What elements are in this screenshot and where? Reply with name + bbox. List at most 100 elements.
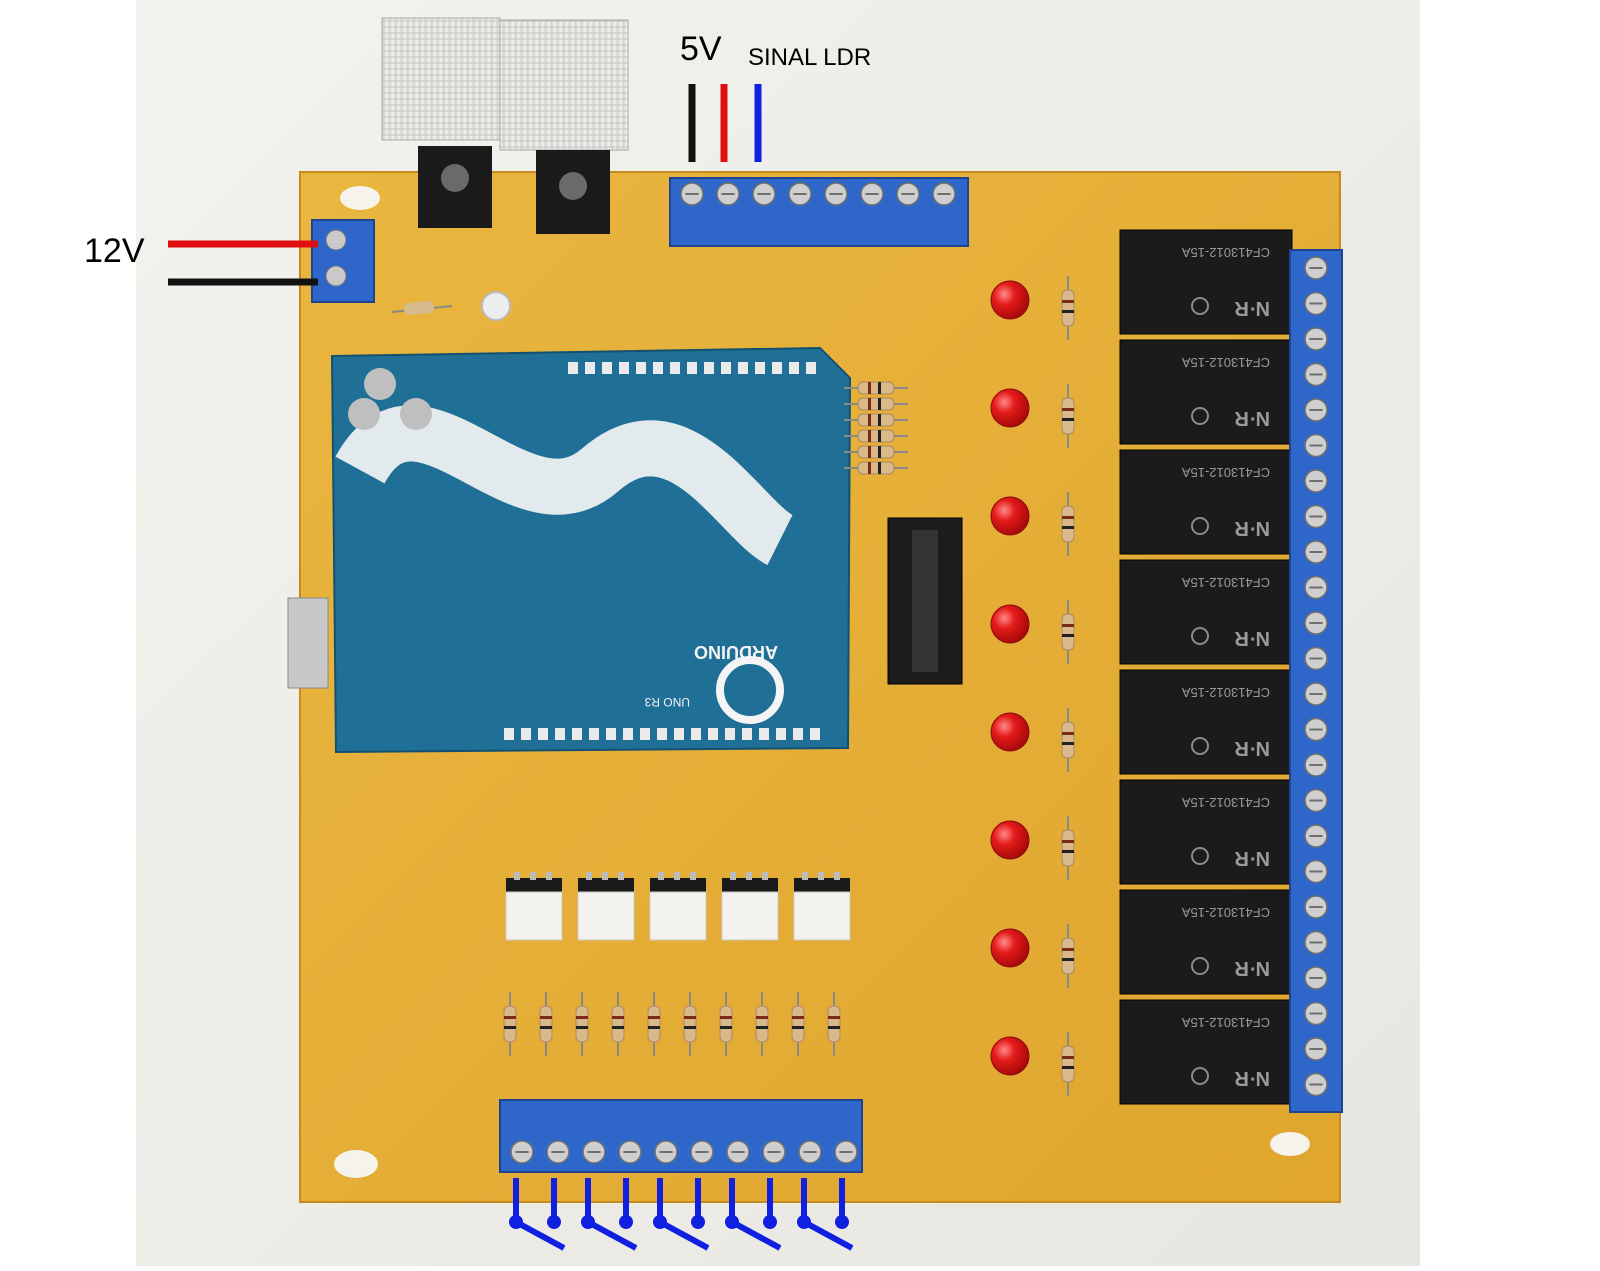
screw bbox=[716, 182, 740, 206]
screw bbox=[932, 182, 956, 206]
terminal-top-screws bbox=[680, 182, 956, 206]
switch-symbol bbox=[725, 1178, 782, 1251]
svg-text:N·R: N·R bbox=[1234, 297, 1270, 319]
header-pin bbox=[555, 728, 565, 740]
screw bbox=[1304, 930, 1328, 955]
arduino-headers bbox=[504, 362, 820, 740]
header-pin bbox=[521, 728, 531, 740]
relay-column: CF413012-15A N·R CF413012-15A N·R CF413012-1… bbox=[1119, 229, 1293, 1105]
screw bbox=[1304, 540, 1328, 564]
screw bbox=[798, 1140, 822, 1164]
header-pin bbox=[755, 362, 765, 374]
header-pin bbox=[504, 728, 514, 740]
red-led bbox=[990, 280, 1030, 320]
header-pin bbox=[738, 362, 748, 374]
header-pin bbox=[793, 728, 803, 740]
svg-text:CF413012-15A: CF413012-15A bbox=[1182, 245, 1270, 260]
bottom-resistor-row bbox=[503, 992, 841, 1056]
screw bbox=[1304, 717, 1328, 742]
svg-text:CF413012-15A: CF413012-15A bbox=[1182, 685, 1270, 700]
screw bbox=[1304, 859, 1328, 884]
red-led bbox=[990, 388, 1030, 428]
resistor bbox=[1061, 1032, 1075, 1096]
screw bbox=[1304, 611, 1328, 635]
header-pin bbox=[670, 362, 680, 374]
header-pin bbox=[623, 728, 633, 740]
terminal-bottom-screws bbox=[510, 1140, 858, 1164]
switch-symbols bbox=[509, 1178, 854, 1251]
optocoupler bbox=[649, 872, 707, 941]
resistor bbox=[575, 992, 589, 1056]
resistor bbox=[791, 992, 805, 1056]
ic-socket bbox=[887, 517, 963, 685]
screw bbox=[1304, 469, 1328, 493]
switch-symbol bbox=[653, 1178, 710, 1251]
red-led bbox=[990, 712, 1030, 752]
svg-text:N·R: N·R bbox=[1234, 847, 1270, 869]
svg-text:CF413012-15A: CF413012-15A bbox=[1182, 905, 1270, 920]
relay: CF413012-15A N·R bbox=[1119, 559, 1293, 665]
relay-terminal-screws bbox=[1304, 256, 1328, 1097]
switch-symbol bbox=[581, 1178, 638, 1251]
resistor bbox=[647, 992, 661, 1056]
resistor bbox=[844, 397, 908, 411]
red-led bbox=[990, 604, 1030, 644]
header-pin bbox=[742, 728, 752, 740]
led-column bbox=[990, 276, 1075, 1096]
screw bbox=[1304, 433, 1328, 458]
relay: CF413012-15A N·R bbox=[1119, 229, 1293, 335]
terminal-12v bbox=[311, 219, 375, 303]
label-sinal-ldr: SINAL LDR bbox=[748, 44, 872, 71]
svg-text:N·R: N·R bbox=[1234, 627, 1270, 649]
resistor bbox=[827, 992, 841, 1056]
screw bbox=[654, 1140, 678, 1164]
resistor bbox=[539, 992, 553, 1056]
svg-text:CF413012-15A: CF413012-15A bbox=[1182, 795, 1270, 810]
screw bbox=[762, 1140, 786, 1164]
screw bbox=[618, 1140, 642, 1164]
header-pin bbox=[806, 362, 816, 374]
relay: CF413012-15A N·R bbox=[1119, 779, 1293, 885]
svg-text:CF413012-15A: CF413012-15A bbox=[1182, 465, 1270, 480]
svg-text:CF413012-15A: CF413012-15A bbox=[1182, 575, 1270, 590]
resistor bbox=[755, 992, 769, 1056]
screw bbox=[726, 1140, 750, 1164]
terminal-top bbox=[669, 177, 969, 247]
header-pin bbox=[776, 728, 786, 740]
optocoupler bbox=[721, 872, 779, 941]
resistor bbox=[1061, 816, 1075, 880]
header-pin bbox=[725, 728, 735, 740]
resistor bbox=[719, 992, 733, 1056]
screw bbox=[510, 1140, 534, 1164]
header-pin bbox=[589, 728, 599, 740]
resistor bbox=[1061, 600, 1075, 664]
resistor bbox=[844, 429, 908, 443]
resistor bbox=[1061, 384, 1075, 448]
screw bbox=[546, 1140, 570, 1164]
header-pin bbox=[721, 362, 731, 374]
optocoupler-row bbox=[505, 872, 851, 941]
red-led bbox=[990, 820, 1030, 860]
optocoupler bbox=[793, 872, 851, 941]
header-pin bbox=[568, 362, 578, 374]
header-pin bbox=[810, 728, 820, 740]
screw bbox=[1304, 575, 1328, 600]
header-pin bbox=[789, 362, 799, 374]
label-5v: 5V bbox=[680, 30, 722, 68]
header-pin bbox=[585, 362, 595, 374]
voltage-regulators bbox=[381, 17, 629, 234]
svg-text:CF413012-15A: CF413012-15A bbox=[1182, 1015, 1270, 1030]
header-pin bbox=[687, 362, 697, 374]
header-pin bbox=[602, 362, 612, 374]
screw bbox=[1304, 682, 1328, 706]
switch-symbol bbox=[509, 1178, 566, 1251]
screw bbox=[1304, 327, 1328, 351]
arduino-uno-board: ARDUINO UNO R3 bbox=[287, 346, 852, 754]
resistor bbox=[611, 992, 625, 1056]
